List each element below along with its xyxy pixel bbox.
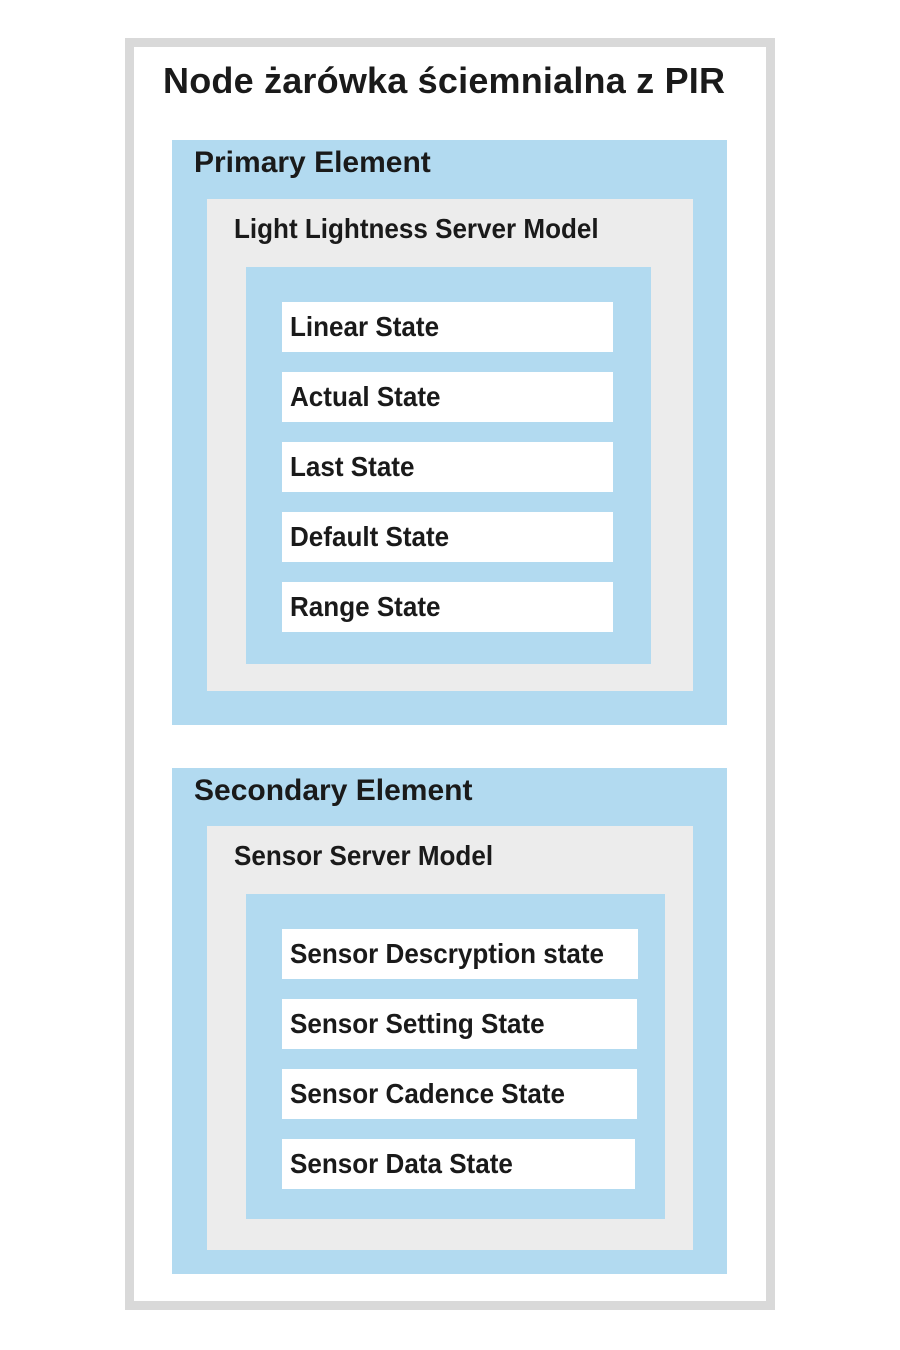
state-label: Last State [290,451,415,482]
state-label: Sensor Data State [290,1148,513,1179]
state-label: Sensor Setting State [290,1008,545,1039]
state-sensor-setting: Sensor Setting State [282,999,637,1049]
state-label: Range State [290,591,441,622]
light-lightness-server-model-title: Light Lightness Server Model [234,213,599,244]
state-label: Default State [290,521,450,552]
sensor-state-group: Sensor Descryption state Sensor Setting … [246,894,665,1219]
state-range: Range State [282,582,613,632]
sensor-server-model-title: Sensor Server Model [234,840,494,871]
state-label: Sensor Descryption state [290,938,605,969]
secondary-element-title: Secondary Element [194,774,473,807]
state-last: Last State [282,442,613,492]
node-title: Node żarówka ściemnialna z PIR [163,60,726,101]
primary-element-title: Primary Element [194,146,431,179]
state-label: Actual State [290,381,441,412]
state-label: Sensor Cadence State [290,1078,565,1109]
state-actual: Actual State [282,372,613,422]
light-lightness-server-model: Light Lightness Server Model Linear Stat… [207,199,693,691]
secondary-element: Secondary Element Sensor Server Model Se… [172,768,727,1274]
state-sensor-data: Sensor Data State [282,1139,635,1189]
state-linear: Linear State [282,302,613,352]
primary-element: Primary Element Light Lightness Server M… [172,140,727,725]
light-lightness-state-group: Linear State Actual State Last State Def… [246,267,651,664]
state-default: Default State [282,512,613,562]
state-sensor-descryption: Sensor Descryption state [282,929,638,979]
state-label: Linear State [290,311,440,342]
state-sensor-cadence: Sensor Cadence State [282,1069,637,1119]
sensor-server-model: Sensor Server Model Sensor Descryption s… [207,826,693,1250]
